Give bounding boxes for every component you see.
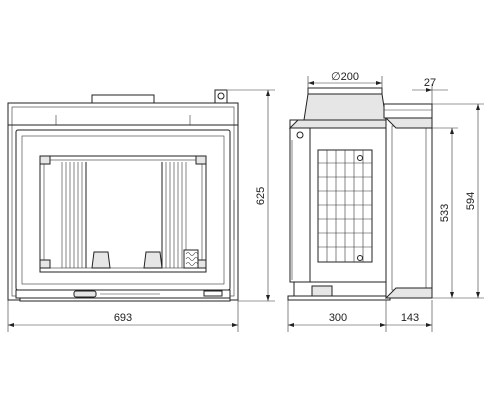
handle-knob: [217, 92, 225, 100]
front-height-dimension: 625: [228, 89, 275, 302]
side-base: [293, 281, 387, 297]
log-holder-left: [91, 251, 111, 269]
side-depth-label: 300: [329, 312, 347, 324]
top-offset-dimension: 27: [412, 77, 448, 104]
inner-height-label: 533: [439, 204, 451, 222]
side-foot: [287, 295, 391, 301]
log-holder-right: [143, 251, 163, 269]
side-base-foot: [311, 285, 333, 297]
flue-collar: [303, 93, 387, 121]
side-depth-dimension: 300: [287, 300, 387, 332]
top-collar: [91, 94, 155, 104]
door-depth-dimension: 143: [386, 300, 433, 332]
door-profile: [385, 117, 433, 299]
bracket-tr: [195, 155, 207, 165]
front-foot: [19, 297, 231, 302]
front-width-label: 693: [114, 312, 132, 324]
front-width-dimension: 693: [7, 300, 239, 332]
side-top-chamfer: [288, 119, 387, 129]
grate-vent: [183, 249, 199, 269]
convection-grid: [317, 149, 373, 263]
door-frame-inner: [21, 135, 225, 285]
door-bottom-edge: [384, 287, 433, 299]
ash-lever: [203, 290, 223, 297]
top-bracket: [383, 103, 433, 119]
bolt-top: [296, 131, 304, 139]
flue-collar-top: [307, 87, 383, 95]
right-side-ribs: [161, 162, 187, 268]
left-side-ribs: [61, 162, 87, 268]
air-control-handle: [73, 290, 97, 298]
front-view: [7, 89, 239, 302]
top-offset-label: 27: [424, 77, 436, 89]
firebox-opening: [39, 155, 207, 273]
firebox-inner-edge: [43, 159, 203, 269]
side-view: [287, 87, 433, 301]
flue-diameter-label: ∅200: [331, 71, 359, 83]
front-height-label: 625: [255, 187, 267, 205]
total-height-dimension: 594: [432, 103, 484, 299]
total-height-label: 594: [465, 192, 477, 210]
bracket-tl: [39, 155, 51, 165]
bolt-grid-top: [357, 155, 363, 161]
bracket-bl: [39, 259, 51, 269]
bolt-grid-bottom: [357, 255, 363, 261]
inner-height-dimension: 533: [432, 127, 458, 299]
door-depth-label: 143: [401, 312, 419, 324]
flue-diameter-dimension: ∅200: [307, 71, 383, 92]
